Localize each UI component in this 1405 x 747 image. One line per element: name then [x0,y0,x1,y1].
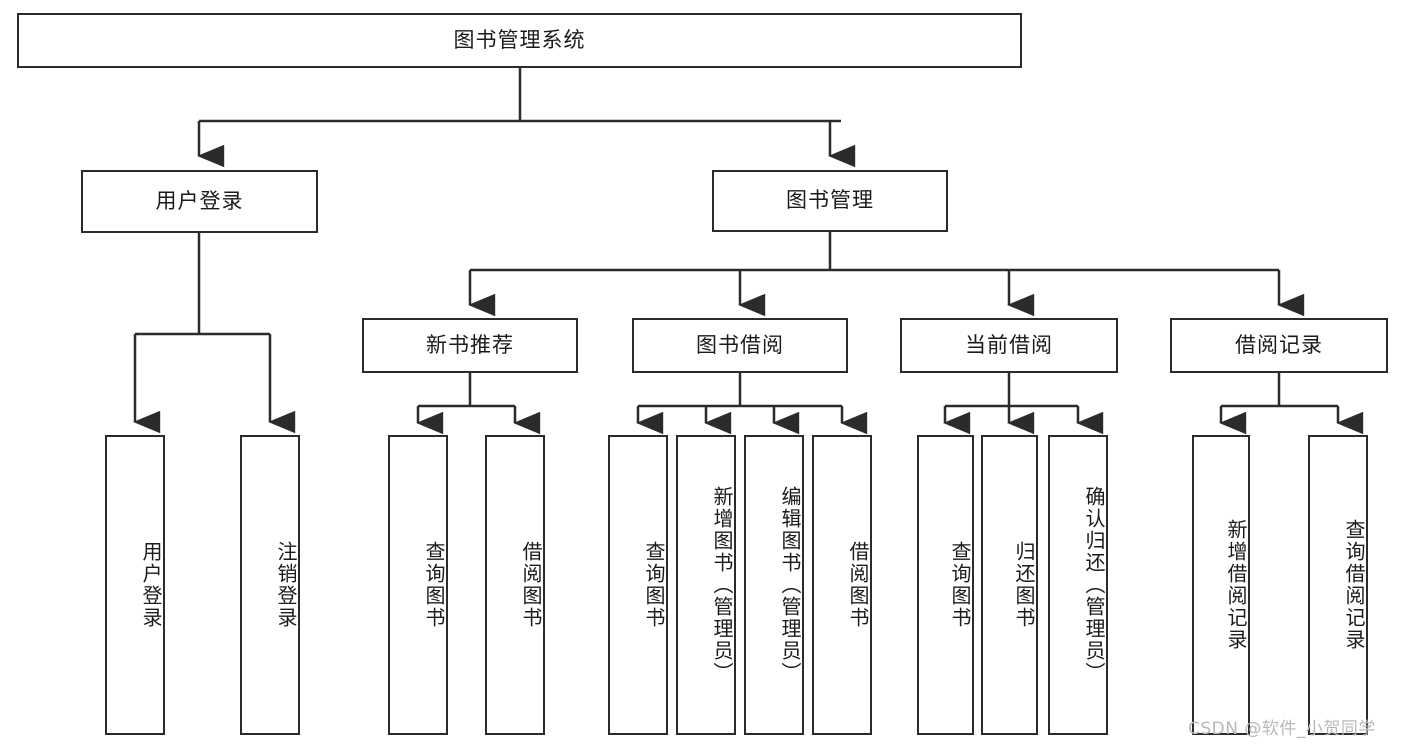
node-label: 图书管理系统 [453,27,586,52]
node-label: 借阅图书 [519,541,543,629]
node-label: 新增图书（管理员） [710,486,734,684]
leaf-query-book-borrowing[interactable]: 查询图书 [608,435,668,735]
node-user-login[interactable]: 用户登录 [81,170,318,233]
leaf-borrow-book-borrowing[interactable]: 借阅图书 [812,435,872,735]
node-label: 图书管理 [786,188,874,213]
node-new-book-recommendation[interactable]: 新书推荐 [362,318,578,373]
node-label: 新增借阅记录 [1224,519,1248,651]
leaf-add-book-admin[interactable]: 新增图书（管理员） [676,435,736,735]
node-book-borrowing[interactable]: 图书借阅 [632,318,848,373]
node-borrowing-record[interactable]: 借阅记录 [1170,318,1388,373]
leaf-logout[interactable]: 注销登录 [240,435,300,735]
leaf-add-borrow-record[interactable]: 新增借阅记录 [1192,435,1250,735]
leaf-return-book[interactable]: 归还图书 [981,435,1038,735]
node-label: 用户登录 [155,188,244,213]
node-book-management[interactable]: 图书管理 [712,170,948,232]
leaf-query-borrow-record[interactable]: 查询借阅记录 [1308,435,1368,735]
leaf-query-book-new-rec[interactable]: 查询图书 [388,435,448,735]
node-label: 借阅图书 [846,541,870,629]
node-label: 归还图书 [1012,541,1036,629]
node-label: 查询图书 [422,541,446,629]
leaf-confirm-return-admin[interactable]: 确认归还（管理员） [1048,435,1108,735]
node-root-book-management-system[interactable]: 图书管理系统 [17,13,1022,68]
node-label: 查询图书 [642,541,666,629]
leaf-borrow-book-new-rec[interactable]: 借阅图书 [485,435,545,735]
node-label: 用户登录 [139,541,163,629]
node-label: 借阅记录 [1235,332,1323,357]
node-label: 新书推荐 [426,332,514,357]
node-label: 当前借阅 [965,332,1053,357]
node-label: 确认归还（管理员） [1082,486,1106,684]
node-label: 查询借阅记录 [1342,519,1366,651]
node-current-borrowing[interactable]: 当前借阅 [900,318,1118,373]
leaf-query-book-current[interactable]: 查询图书 [917,435,974,735]
leaf-user-login[interactable]: 用户登录 [105,435,165,735]
node-label: 注销登录 [274,541,298,629]
node-label: 图书借阅 [696,332,784,357]
node-label: 查询图书 [948,541,972,629]
node-label: 编辑图书（管理员） [778,486,802,684]
leaf-edit-book-admin[interactable]: 编辑图书（管理员） [744,435,804,735]
